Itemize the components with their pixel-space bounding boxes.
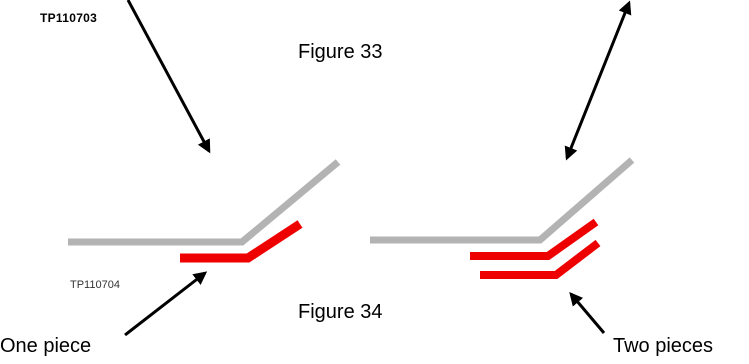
one-piece-arrow: [124, 271, 208, 337]
right-gray-panel: [370, 157, 635, 244]
tp-code-bottom: TP110704: [70, 279, 120, 291]
right-red-piece-upper: [470, 218, 599, 260]
tp-code-top: TP110703: [40, 11, 98, 25]
left-gray-panel: [68, 159, 341, 246]
top-left-arrow: [126, 0, 211, 154]
right-red-piece-lower: [480, 239, 601, 279]
left-red-piece: [180, 220, 303, 263]
one-piece-label: One piece: [0, 335, 92, 357]
double-headed-arrow: [564, 0, 632, 161]
figure-33-caption: Figure 33: [298, 41, 383, 63]
two-pieces-arrow: [569, 291, 606, 334]
two-pieces-label: Two pieces: [613, 335, 714, 357]
figure-34-caption: Figure 34: [298, 301, 383, 323]
